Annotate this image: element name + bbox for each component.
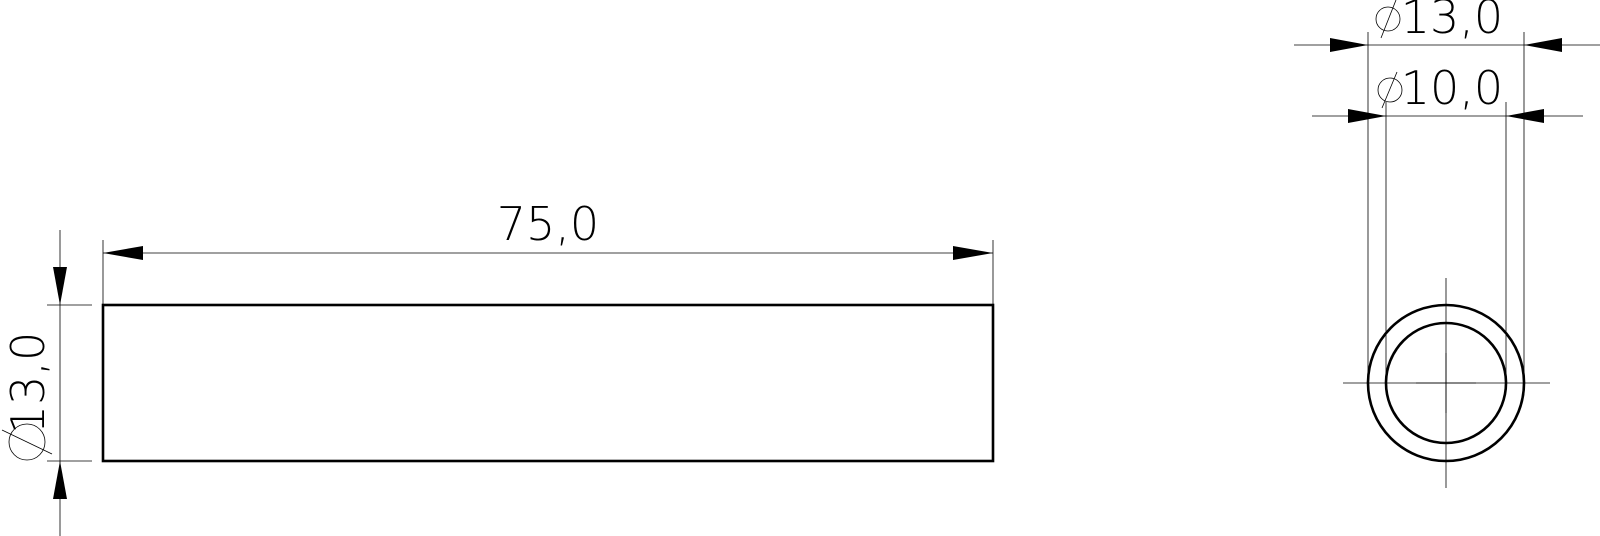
outer-arrow-right <box>1524 38 1562 52</box>
diameter-symbol-icon <box>1375 0 1401 39</box>
side-diameter-arrow-bottom <box>53 461 67 499</box>
inner-arrow-left <box>1348 109 1386 123</box>
side-diameter-arrow-top <box>53 267 67 305</box>
end-inner-diameter-dimension: 10,0 <box>1312 61 1583 383</box>
diameter-symbol-icon <box>1377 71 1403 109</box>
outer-diameter-text: 13,0 <box>1401 0 1503 44</box>
end-outer-diameter-dimension: 13,0 <box>1294 0 1600 383</box>
length-dimension-text: 75,0 <box>497 197 599 251</box>
inner-diameter-text: 10,0 <box>1401 61 1503 115</box>
outer-arrow-left <box>1330 38 1368 52</box>
length-dimension: 75,0 <box>102 197 994 305</box>
length-arrow-right <box>953 246 993 260</box>
inner-arrow-right <box>1506 109 1544 123</box>
side-diameter-dimension: 13,0 <box>1 230 92 536</box>
length-arrow-left <box>103 246 143 260</box>
side-view: 75,0 13,0 <box>1 197 995 536</box>
diameter-symbol-icon <box>1 423 53 461</box>
side-diameter-text: 13,0 <box>1 332 55 434</box>
tube-side-outline <box>101 303 995 463</box>
end-view: 13,0 10,0 <box>1294 0 1600 488</box>
